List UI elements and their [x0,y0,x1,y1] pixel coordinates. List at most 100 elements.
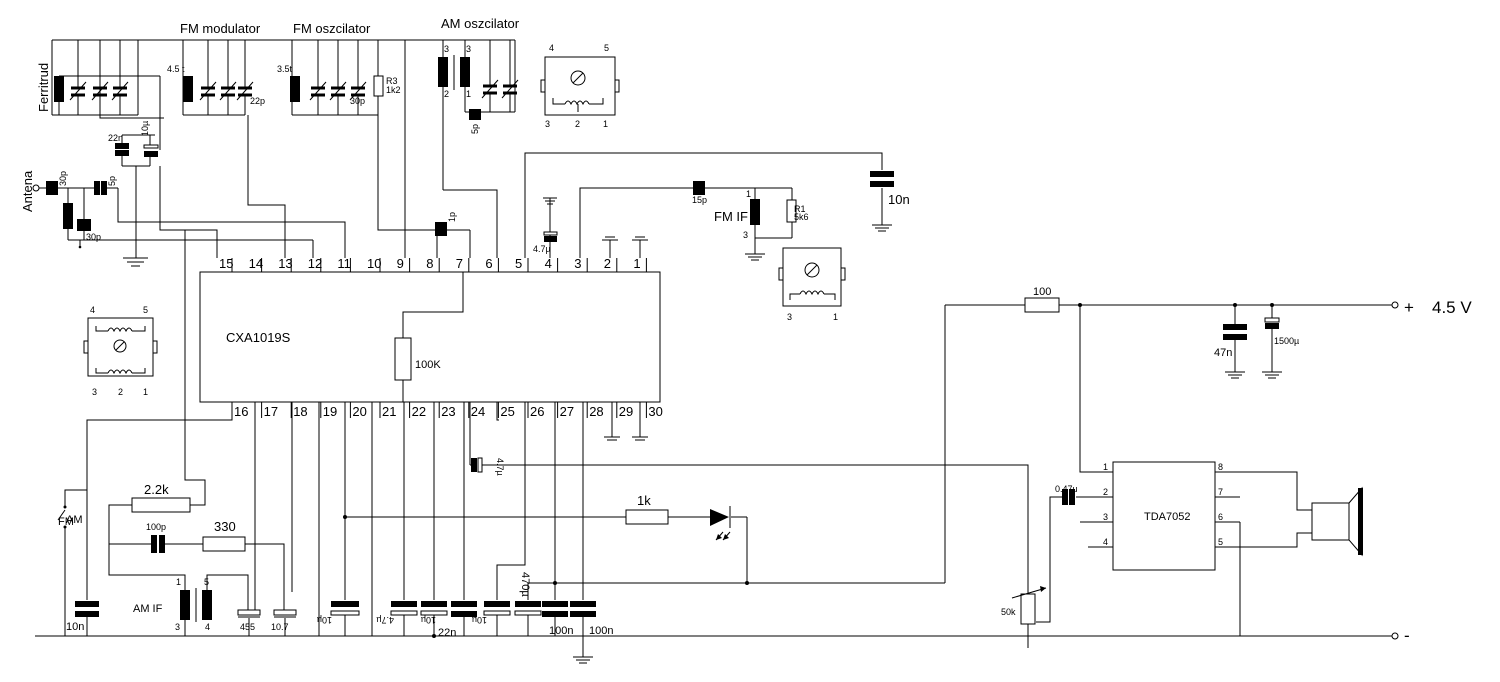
ic-pin-top-6: 6 [485,256,492,271]
ic-pin-top-15: 15 [219,256,233,271]
c-0-47u-label: 0.47u [1055,484,1078,494]
coil-box-fm-if: 3 1 [778,247,846,322]
ic-pin-bottom-19: 19 [323,404,337,419]
r1-value: 5k6 [794,212,809,222]
ic-tda7052-label: TDA7052 [1144,511,1190,523]
ic-pin-top-2: 2 [604,256,611,271]
ic-pin-top-3: 3 [574,256,581,271]
box-am-pin-5: 5 [604,43,609,53]
ic-pin-bottom-24: 24 [471,404,485,419]
antenna-section: Antena 30p 5p 30p [20,83,346,267]
fm-if-section: 10n 4.7µ 15p 1 3 FM IF R1 5k6 [524,152,910,261]
tda-pin-3: 3 [1103,512,1108,522]
ic-pin-top-5: 5 [515,256,522,271]
filter-10-7-label: 10.7 [271,622,289,632]
am-coil-pin-1: 1 [466,89,471,99]
box-fmif-pin-1: 1 [833,312,838,322]
potentiometer-50k: 50k [481,464,1047,648]
fm-oszcilator-label: FM oszcilator [293,21,371,36]
c-30p-osc-label: 30p [350,96,365,106]
ic-pin-bottom-26: 26 [530,404,544,419]
c-4-7u-pin4-label: 4.7µ [533,244,551,254]
c-4-7u-22-label: 4.7µ [376,615,394,625]
c-100p-label: 100p [146,522,166,532]
r3-value: 1k2 [386,85,401,95]
tda-pin-6: 6 [1218,512,1223,522]
ic-pin-bottom-20: 20 [352,404,366,419]
am-coil-pin-2: 2 [444,89,449,99]
box-left-pin-1: 1 [143,387,148,397]
antenna-label: Antena [20,170,35,212]
box-left-pin-5: 5 [143,305,148,315]
c-22p-label: 22p [250,96,265,106]
led-icon [710,506,747,541]
c-10u-20-label: 10µ [317,615,332,625]
ic-pin-bottom-29: 29 [619,404,633,419]
switch-am-label: AM [66,514,83,526]
c-22n-24-label: 22n [438,627,456,639]
tda-pin-4: 4 [1103,537,1108,547]
am-if-label: AM IF [133,603,163,615]
c-100n-a-label: 100n [549,625,573,637]
ic-pin-bottom-17: 17 [264,404,278,419]
ferrite-rod-section: Ferritrud [36,39,515,116]
box-am-pin-3: 3 [545,119,550,129]
c-5p-ant-label: 5p [107,176,117,186]
coil-box-am: 4 5 3 2 1 [540,43,620,129]
r3-label: R3 [386,76,398,86]
c-4-7u-mid-label: 4.7µ [495,458,505,476]
ic-pin-top-11: 11 [337,256,351,271]
l-fm-mod-label: 4.5 t [167,64,185,74]
box-am-pin-2: 2 [575,119,580,129]
am-coil-pin-3a: 3 [444,44,449,54]
tda-pin-7: 7 [1218,487,1223,497]
ic-pin-bottom-16: 16 [234,404,248,419]
l-fm-osc-label: 3.5t [277,64,293,74]
amif-pin-1: 1 [176,577,181,587]
power-supply-section: 100 + 4.5 V 47n 1500µ [944,286,1472,583]
box-left-pin-3: 3 [92,387,97,397]
tda-pin-5: 5 [1218,537,1223,547]
ic-pin-top-1: 1 [633,256,640,271]
c-10u-25-label: 10µ [472,615,487,625]
speaker-icon [1311,486,1363,557]
c-1p-label: 1p [447,212,457,222]
fm-oscillator-section: FM oszcilator 3.5t R3 1k2 30p 1p [277,21,471,258]
ic-pin-bottom-28: 28 [589,404,603,419]
c-15p-label: 15p [692,195,707,205]
ic-pin-bottom-27: 27 [560,404,574,419]
ic-cxa1019s-label: CXA1019S [226,330,291,345]
fmif-pin-1: 1 [746,189,751,199]
am-oscillator-section: AM oszcilator 3 3 2 1 5p [438,16,520,258]
amif-pin-3: 3 [175,622,180,632]
capacitor-22n-10u: 22n 10µ [108,76,161,258]
ic-pin-bottom-30: 30 [648,404,662,419]
ic-pin-top-14: 14 [249,256,263,271]
ic-pin-top-7: 7 [456,256,463,271]
r1-label: R1 [794,204,806,214]
r-2-2k-label: 2.2k [144,482,169,497]
coil-box-left: 4 5 3 2 1 [83,305,158,397]
switch-fm-label: FM [58,516,74,528]
c-10n-right-label: 10n [888,192,910,207]
ic-pin-top-8: 8 [426,256,433,271]
fmif-pin-3: 3 [743,230,748,240]
ic-pin-bottom-22: 22 [412,404,426,419]
amif-pin-4: 4 [205,622,210,632]
c-100n-b-label: 100n [589,625,613,637]
tda-pin-2: 2 [1103,487,1108,497]
ic-pin-top-9: 9 [397,256,404,271]
ic-pin-bottom-25: 25 [500,404,514,419]
am-oszcilator-label: AM oszcilator [441,16,520,31]
c-470u-label: 470µ [519,572,531,597]
bottom-section: - 10n FM AM 2.2k 100p 330 1 5 3 4 AM IF [35,230,1410,664]
tda-pin-8: 8 [1218,462,1223,472]
ic-tda7052: TDA7052 1 2 3 4 8 7 6 5 0.47u [1036,305,1312,636]
fm-modulator-label: FM modulator [180,21,261,36]
filter-455-label: 455 [240,622,255,632]
ic-pin-top-10: 10 [367,256,381,271]
